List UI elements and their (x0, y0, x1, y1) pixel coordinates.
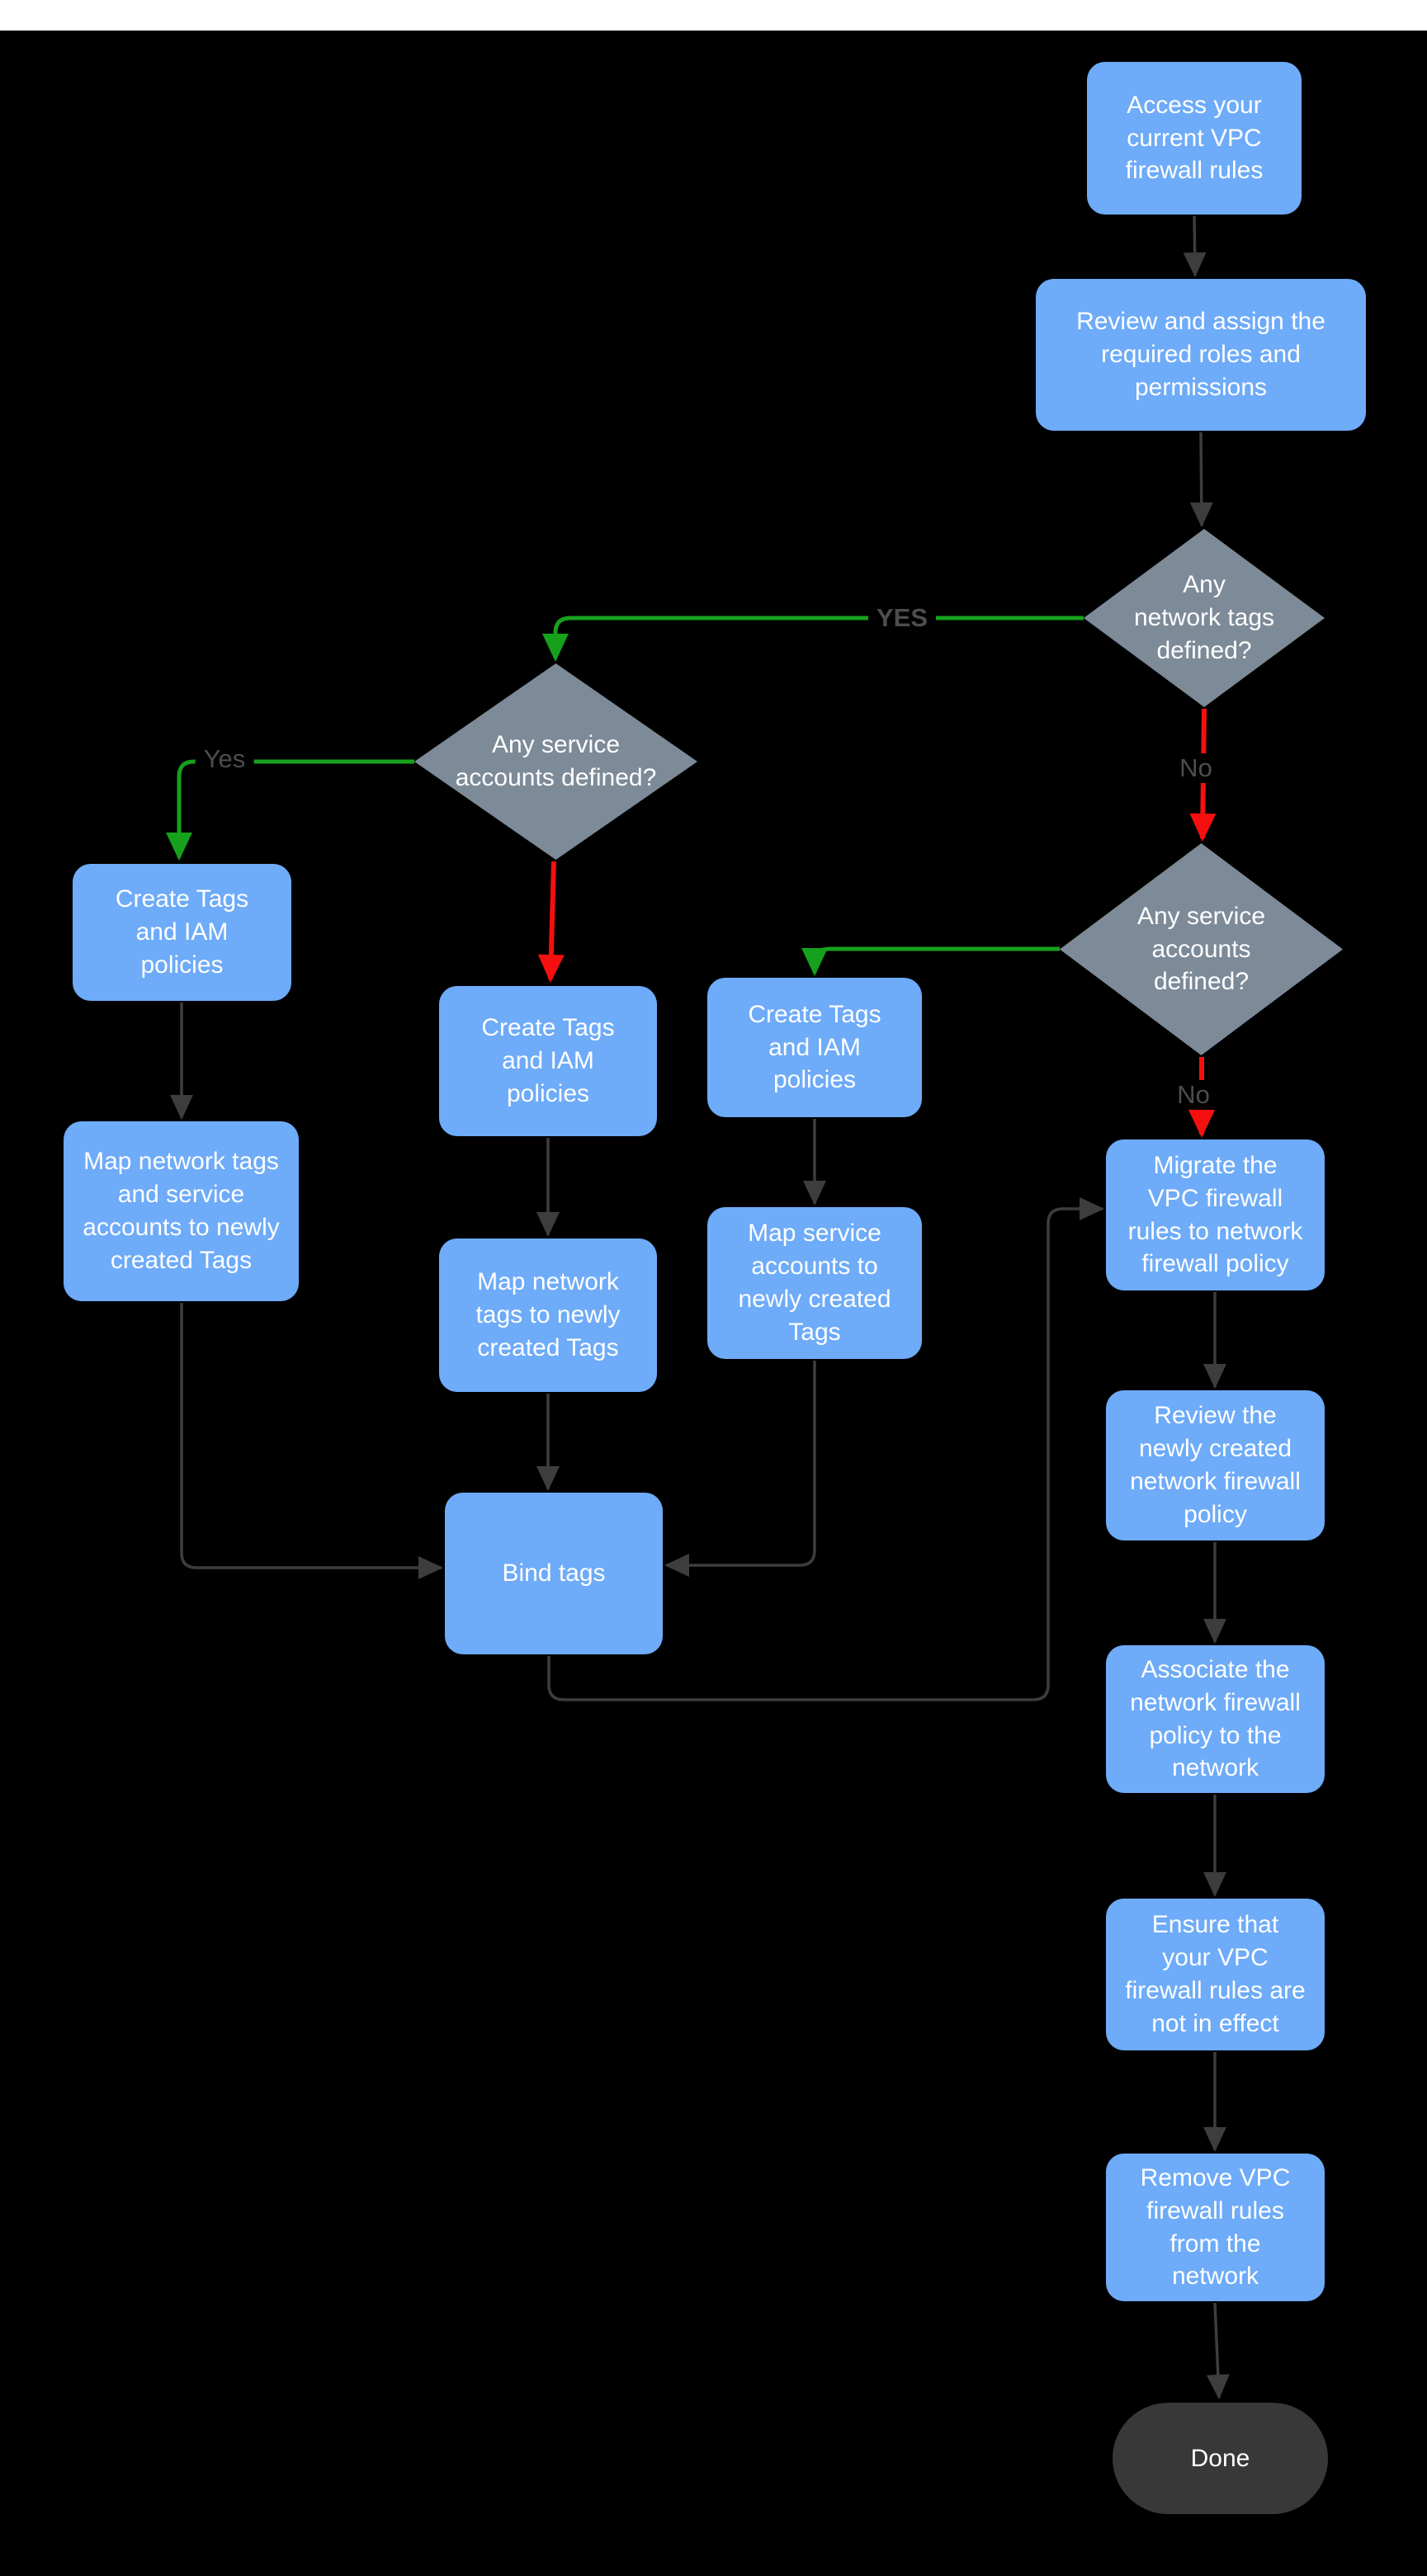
node-associate-policy: Associate the network firewall policy to… (1106, 1645, 1325, 1793)
node-decision-service-accounts-left: Any service accounts defined? (414, 663, 697, 860)
edge-access-to-review (1183, 215, 1207, 277)
edge-yes-service-accounts-right (801, 946, 1060, 976)
node-create-tags-iam-right: Create Tags and IAM policies (707, 978, 922, 1117)
edge-label-yes-service-accounts: Yes (195, 744, 254, 774)
edge-label-yes-network-tags: YES (867, 603, 937, 633)
edge-map-right-to-bind (664, 1361, 816, 1577)
edge-review-to-network-tags (1189, 432, 1213, 527)
edge-label-no-network-tags: No (1171, 753, 1221, 783)
node-ensure-rules-not-in-effect: Ensure that your VPC firewall rules are … (1106, 1899, 1325, 2050)
node-decision-network-tags-defined: Any network tags defined? (1084, 529, 1325, 707)
node-bind-tags: Bind tags (445, 1493, 663, 1654)
edge-remove-to-done (1206, 2302, 1230, 2399)
node-create-tags-iam-left: Create Tags and IAM policies (73, 864, 291, 1001)
node-decision-service-accounts-right: Any service accounts defined? (1060, 843, 1343, 1055)
edge-yes-service-accounts-left (166, 759, 414, 861)
node-review-roles-permissions: Review and assign the required roles and… (1036, 279, 1366, 431)
node-map-network-tags: Map network tags to newly created Tags (439, 1238, 657, 1392)
node-access-current-vpc-rules: Access your current VPC firewall rules (1087, 62, 1302, 215)
node-map-tags-and-service-accounts: Map network tags and service accounts to… (64, 1121, 299, 1301)
node-migrate-vpc-rules: Migrate the VPC firewall rules to networ… (1106, 1139, 1325, 1290)
edge-map-left-to-bind (180, 1303, 443, 1579)
node-create-tags-iam-mid: Create Tags and IAM policies (439, 986, 657, 1136)
node-done-terminal: Done (1113, 2403, 1328, 2514)
edge-yes-network-tags (542, 616, 1084, 662)
node-remove-vpc-rules: Remove VPC firewall rules from the netwo… (1106, 2154, 1325, 2301)
edge-no-service-accounts-left (537, 861, 565, 983)
top-white-bar (0, 0, 1427, 31)
node-review-new-policy: Review the newly created network firewal… (1106, 1390, 1325, 1540)
node-map-service-accounts: Map service accounts to newly created Ta… (707, 1207, 922, 1359)
edge-label-no-service-accounts: No (1169, 1080, 1218, 1110)
